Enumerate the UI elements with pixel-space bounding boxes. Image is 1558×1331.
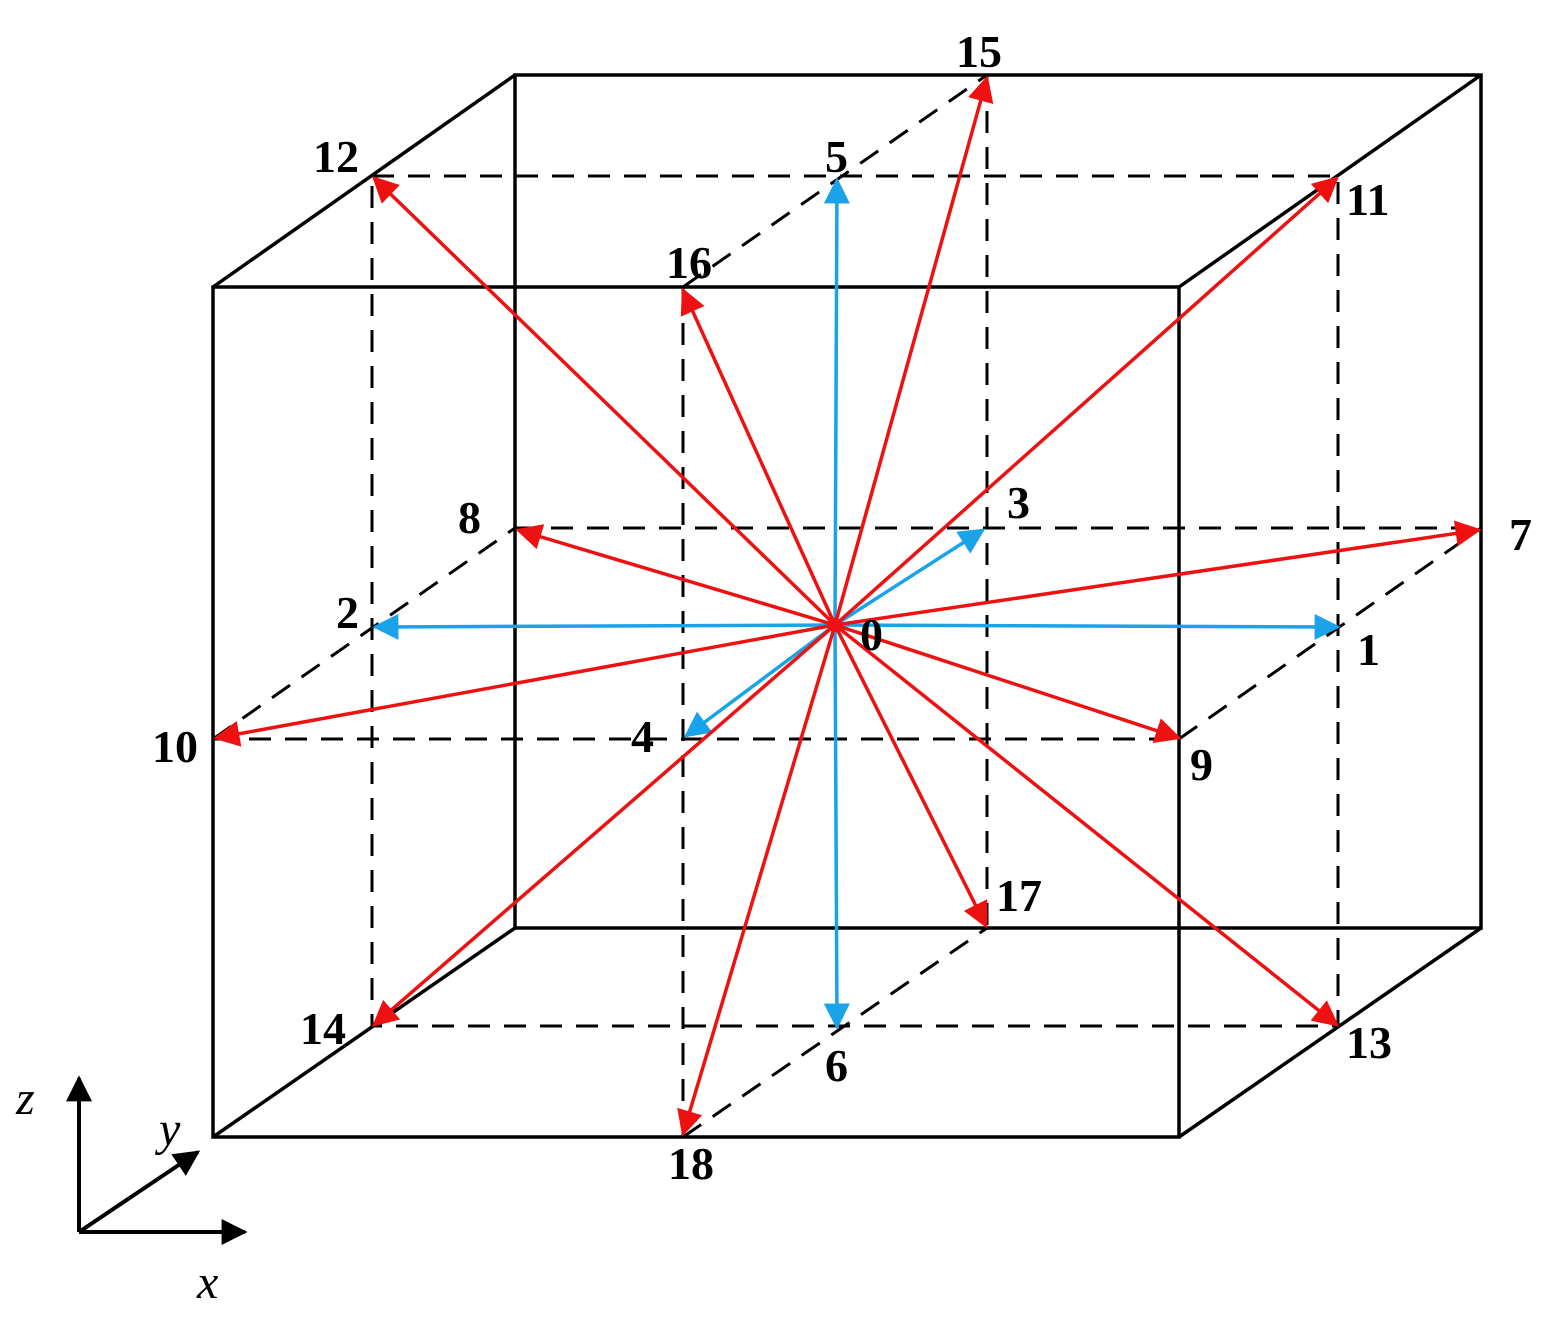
velocity-label-14: 14 — [300, 1003, 346, 1054]
velocity-label-18: 18 — [668, 1138, 714, 1189]
velocity-vector-9 — [834, 623, 1182, 744]
velocity-vector-3 — [834, 528, 986, 627]
velocity-vector-5 — [823, 177, 850, 626]
velocity-vector-17 — [833, 624, 988, 929]
velocity-vectors — [213, 75, 1482, 1137]
mid-height-left-line — [212, 526, 516, 741]
cube-edge — [212, 926, 516, 1139]
cube-back-face — [513, 73, 1483, 930]
velocity-vector-2 — [372, 613, 836, 640]
velocity-label-7: 7 — [1509, 509, 1532, 560]
velocity-label-13: 13 — [1346, 1017, 1392, 1068]
cube-edge — [1177, 73, 1483, 289]
velocity-label-9: 9 — [1190, 739, 1213, 790]
y-axis-label: y — [154, 1103, 181, 1156]
velocity-vector-18 — [677, 624, 837, 1137]
velocity-label-16: 16 — [666, 237, 712, 288]
z-axis-label: z — [15, 1072, 35, 1125]
velocity-label-15: 15 — [956, 26, 1002, 77]
cube-front-face — [211, 285, 1181, 1139]
x-axis-label: x — [196, 1256, 218, 1309]
velocity-label-12: 12 — [313, 131, 359, 182]
velocity-vector-16 — [680, 287, 837, 626]
velocity-vector-1 — [834, 613, 1341, 640]
cube-edge — [1178, 926, 1482, 1139]
velocity-vector-15 — [833, 75, 994, 626]
velocity-vector-4 — [683, 623, 837, 738]
mid-width-bottom-line — [682, 926, 988, 1139]
velocity-vector-6 — [823, 624, 850, 1030]
cube-edge — [211, 73, 517, 289]
mid-height-right-line — [1178, 526, 1482, 741]
origin-label: 0 — [860, 609, 883, 660]
velocity-label-11: 11 — [1346, 174, 1389, 225]
coordinate-axes: z x y — [15, 1072, 248, 1309]
velocity-vector-8 — [515, 524, 836, 627]
velocity-vector-13 — [833, 623, 1340, 1027]
velocity-label-5: 5 — [825, 131, 848, 182]
velocity-label-8: 8 — [458, 492, 481, 543]
velocity-vector-14 — [372, 623, 837, 1027]
velocity-label-10: 10 — [152, 721, 198, 772]
mid-depth-plane — [370, 174, 1340, 1028]
origin-node — [828, 618, 842, 632]
velocity-vector-11 — [833, 176, 1339, 627]
y-axis-arrow — [77, 1150, 201, 1234]
velocity-label-3: 3 — [1007, 477, 1030, 528]
velocity-label-4: 4 — [631, 711, 654, 762]
velocity-labels: 0 1 2 3 4 5 6 7 8 9 10 11 12 13 14 15 16… — [152, 26, 1532, 1189]
velocity-label-17: 17 — [996, 870, 1042, 921]
velocity-vector-7 — [834, 520, 1482, 627]
velocity-label-2: 2 — [336, 587, 359, 638]
velocity-vector-10 — [213, 623, 836, 747]
velocity-vector-12 — [372, 176, 837, 627]
dashed-guides — [212, 73, 1482, 1139]
velocity-label-6: 6 — [825, 1040, 848, 1091]
cube-outline — [211, 73, 1483, 1139]
velocity-label-1: 1 — [1357, 624, 1380, 675]
